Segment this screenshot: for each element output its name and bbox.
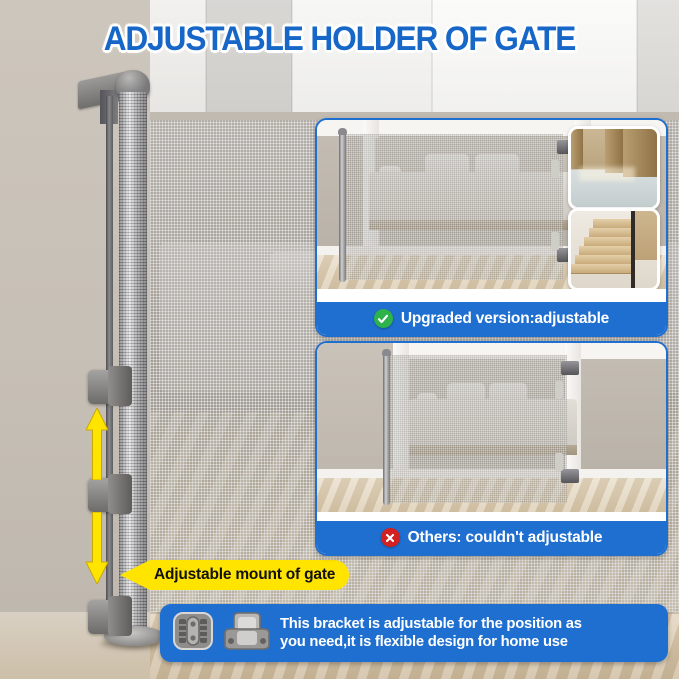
scene-pillow <box>475 154 519 176</box>
cross-icon <box>380 528 400 547</box>
gate-post <box>119 92 147 632</box>
staircase-wall <box>635 211 657 261</box>
comparison-panel-upgraded: Upgraded version:adjustable <box>315 118 668 337</box>
bracket-info-line1: This bracket is adjustable for the posit… <box>280 615 582 632</box>
scene-bracket-strip <box>551 232 559 250</box>
page-title: ADJUSTABLE HOLDER OF GATE <box>103 20 577 58</box>
wall-seam <box>205 0 207 130</box>
scene-bracket-strip <box>555 381 563 399</box>
bracket-wall-plate-icon <box>223 611 271 656</box>
scene-bed <box>369 172 595 224</box>
scene-gate-post <box>339 132 346 282</box>
panel-photo-others <box>317 343 666 512</box>
scene-bed-frame <box>369 220 595 230</box>
scene-skirting <box>317 469 666 478</box>
wall-seam <box>291 0 293 130</box>
staircase-thumb <box>568 208 660 289</box>
check-icon <box>373 309 393 328</box>
wall-panel-b <box>206 0 292 130</box>
scene-door-jamb <box>393 343 409 501</box>
scene-pillow <box>489 383 527 403</box>
scene-gate-mesh <box>345 134 563 280</box>
scene-bracket-bottom <box>561 469 579 483</box>
hallway-thumb <box>568 126 660 210</box>
wall-panel-e <box>637 0 679 130</box>
scene-pillow <box>425 154 469 176</box>
scene-floor <box>317 478 666 512</box>
hallway-door <box>605 129 623 173</box>
adjustable-mount-callout: Adjustable mount of gate <box>120 560 350 590</box>
adjustable-clamp-inner <box>108 474 132 514</box>
scene-post-cap <box>382 349 391 356</box>
scene-bracket-strip <box>555 453 563 471</box>
callout-body: Adjustable mount of gate <box>150 560 350 590</box>
panel-label-bar-upgraded: Upgraded version:adjustable <box>317 302 666 335</box>
comparison-panel-others: Others: couldn't adjustable <box>315 341 668 556</box>
bracket-info-text: This bracket is adjustable for the posit… <box>280 615 582 652</box>
scene-bracket-strip <box>551 160 559 178</box>
panel-label-upgraded: Upgraded version:adjustable <box>400 309 610 327</box>
callout-label: Adjustable mount of gate <box>154 566 336 583</box>
bracket-info-line2: you need,it is flexible design for home … <box>280 634 568 650</box>
arrow-down-icon <box>86 512 108 584</box>
scene-bed-frame <box>409 445 577 455</box>
post-cap <box>116 70 150 96</box>
adjustable-clamp-inner <box>108 366 132 406</box>
adjustable-clamp-inner <box>108 596 132 636</box>
panel-label-bar-others: Others: couldn't adjustable <box>317 521 666 554</box>
panel-label-others: Others: couldn't adjustable <box>407 528 603 546</box>
scene-gate-mesh <box>389 355 567 503</box>
stair-step <box>571 264 631 274</box>
wall-panel-a <box>150 0 206 130</box>
scene-bracket-top <box>561 361 579 375</box>
scene-skirting <box>317 246 666 255</box>
panel-photo-upgraded <box>317 120 666 289</box>
bracket-clamp-icon <box>172 611 214 656</box>
scene-bed <box>409 399 577 449</box>
wall-seam <box>431 0 433 130</box>
arrow-up-icon <box>86 408 108 480</box>
bracket-info-bar: This bracket is adjustable for the posit… <box>160 604 668 662</box>
wall-panel-d <box>432 0 637 130</box>
scene-gate-post <box>383 353 390 505</box>
scene-pillow <box>447 383 485 403</box>
wall-panel-c <box>292 0 432 130</box>
stair-railing <box>631 211 635 288</box>
scene-post-cap <box>338 128 347 135</box>
hallway-door <box>571 129 583 169</box>
hallway-light <box>579 167 635 181</box>
callout-arrow-left-icon <box>120 560 150 590</box>
wall-seam <box>636 0 638 130</box>
